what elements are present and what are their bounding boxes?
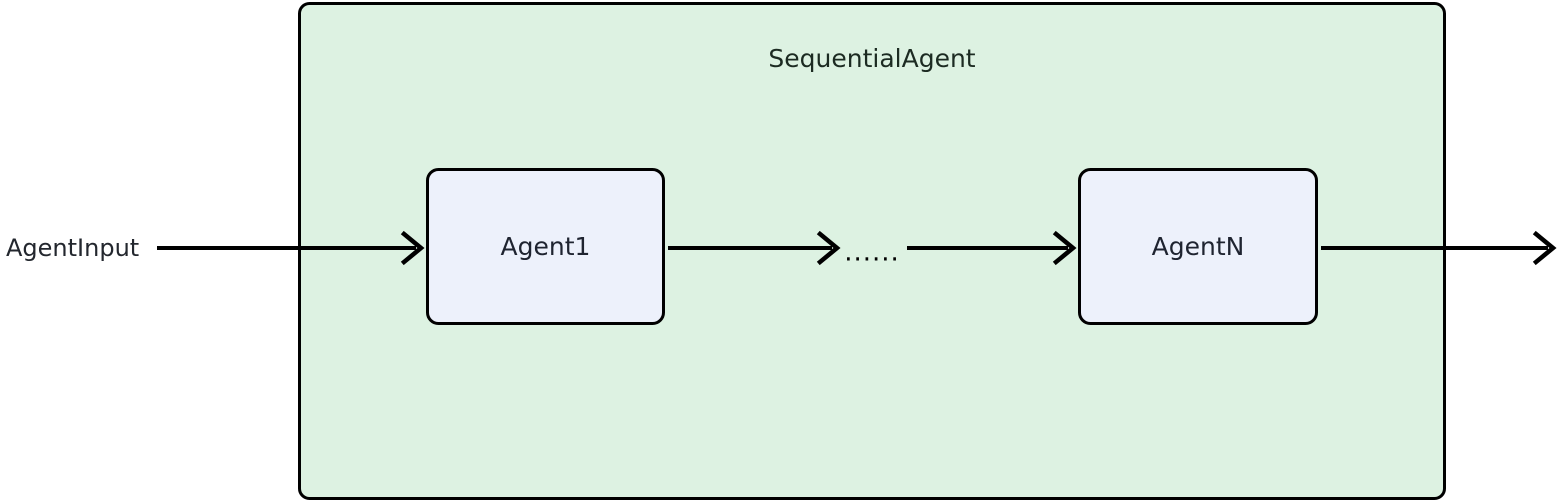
edge-agentn-to-output bbox=[1321, 230, 1557, 266]
node-agent1-box bbox=[426, 168, 665, 325]
node-agent1[interactable]: Agent1 bbox=[426, 168, 665, 325]
ellipsis-label: ...... bbox=[844, 238, 900, 268]
edge-input-to-agent1 bbox=[157, 230, 425, 266]
arrowhead-ellipsis-to-agentn bbox=[1052, 230, 1077, 266]
edge-ellipsis-to-agentn bbox=[907, 230, 1077, 266]
node-agentn-box bbox=[1078, 168, 1318, 325]
edge-agent1-to-ellipsis bbox=[668, 230, 841, 266]
node-agentn[interactable]: AgentN bbox=[1078, 168, 1318, 325]
agent-input-label: AgentInput bbox=[6, 234, 139, 262]
sequential-agent-title: SequentialAgent bbox=[768, 44, 975, 73]
node-agentn-label: AgentN bbox=[1152, 232, 1245, 261]
arrowhead-agent1-to-ellipsis bbox=[816, 230, 841, 266]
arrowhead-input-to-agent1 bbox=[400, 230, 425, 266]
sequential-agent-group-box bbox=[298, 2, 1446, 500]
arrowhead-agentn-to-output bbox=[1532, 230, 1557, 266]
sequential-agent-group[interactable]: SequentialAgent bbox=[298, 2, 1446, 500]
node-agent1-label: Agent1 bbox=[501, 232, 591, 261]
